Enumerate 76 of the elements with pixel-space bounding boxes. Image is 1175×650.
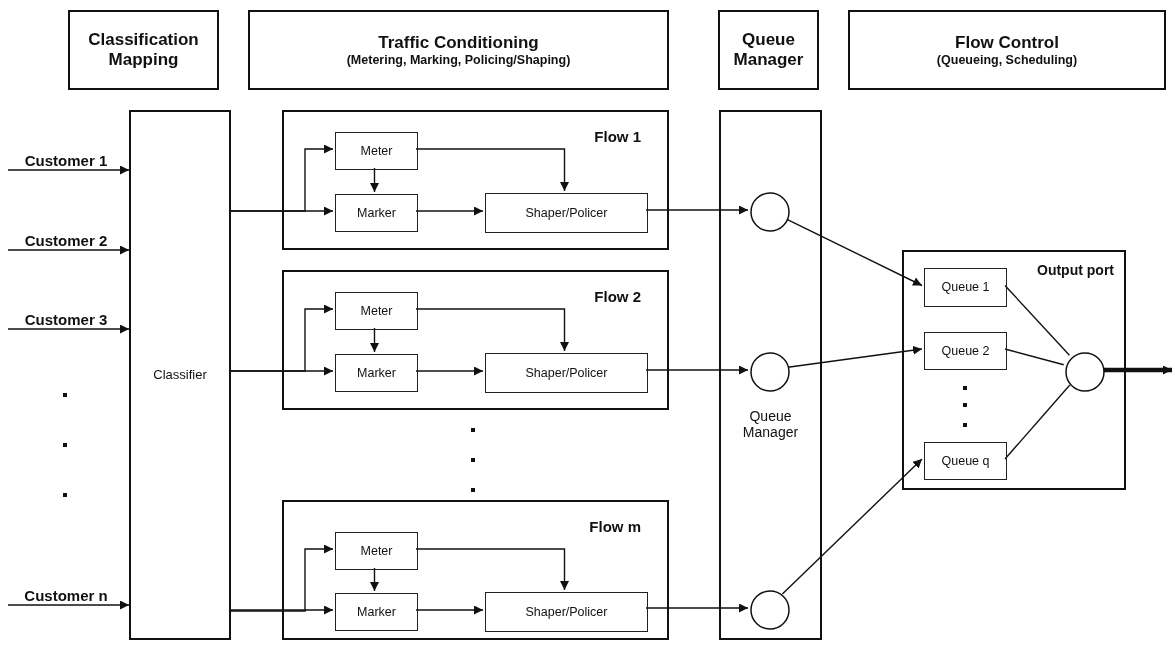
customer-label: Customer n <box>24 586 108 605</box>
customer-label: Customer 2 <box>24 231 108 250</box>
shaper-box <box>485 193 648 233</box>
shaper-policer-label: Shaper/Policer <box>525 604 608 620</box>
output-port-title: Output port <box>1037 262 1114 279</box>
header-box <box>248 10 669 90</box>
customer-label: Customer 3 <box>24 310 108 329</box>
queue-label: Queue 2 <box>941 343 990 359</box>
output-port-box <box>902 250 1126 490</box>
header-title: Classification Mapping <box>87 30 200 70</box>
queue-label: Queue q <box>941 453 990 469</box>
shaper-policer-label: Shaper/Policer <box>525 365 608 381</box>
arrow <box>370 167 379 193</box>
header-subtitle: (Metering, Marking, Policing/Shaping) <box>346 52 571 67</box>
flow-title: Flow m <box>589 518 641 536</box>
meter-label: Meter <box>360 543 393 559</box>
circle-node <box>750 192 790 232</box>
flow-box <box>282 110 669 250</box>
header-title: Flow Control <box>955 33 1059 53</box>
marker-label: Marker <box>357 365 396 381</box>
arrow <box>230 605 334 615</box>
arrow <box>645 205 749 215</box>
arrow <box>7 324 130 334</box>
arrow <box>415 148 569 192</box>
circle-node <box>750 352 790 392</box>
circle-node <box>750 590 790 630</box>
arrow <box>645 365 749 375</box>
shaper-policer-label: Shaper/Policer <box>525 205 608 221</box>
header-subtitle: (Queueing, Scheduling) <box>936 52 1078 67</box>
arrow <box>7 165 130 175</box>
arrow <box>230 366 334 376</box>
marker-box <box>335 354 418 392</box>
arrow <box>370 327 379 353</box>
flow-box <box>282 270 669 410</box>
shaper-box <box>485 353 648 393</box>
arrow <box>230 206 334 216</box>
arrow <box>415 548 569 591</box>
arrow <box>7 245 130 255</box>
queue-box <box>924 332 1007 370</box>
flow-box <box>282 500 669 640</box>
queue-manager-box <box>719 110 822 640</box>
queue-box <box>924 442 1007 480</box>
shaper-box <box>485 592 648 632</box>
arrow <box>415 366 484 376</box>
arrow <box>7 600 130 610</box>
header-box <box>848 10 1166 90</box>
marker-label: Marker <box>357 205 396 221</box>
header-box <box>68 10 219 90</box>
header-box <box>718 10 819 90</box>
arrow <box>645 603 749 613</box>
marker-label: Marker <box>357 604 396 620</box>
arrow <box>370 567 379 592</box>
meter-label: Meter <box>360 143 393 159</box>
marker-box <box>335 593 418 631</box>
classifier-label: Classifier <box>153 367 207 383</box>
flow-title: Flow 1 <box>594 128 641 146</box>
arrow <box>415 308 569 352</box>
circle-node <box>1065 352 1105 392</box>
arrow <box>1103 365 1172 375</box>
queue-box <box>924 268 1007 307</box>
meter-box <box>335 292 418 330</box>
arrow <box>230 544 334 612</box>
classifier-box <box>129 110 231 640</box>
queue-manager-label: Queue Manager <box>741 408 800 441</box>
meter-box <box>335 532 418 570</box>
meter-box <box>335 132 418 170</box>
header-title: Queue Manager <box>732 30 805 70</box>
meter-label: Meter <box>360 303 393 319</box>
marker-box <box>335 194 418 232</box>
arrow <box>781 458 923 595</box>
flow-title: Flow 2 <box>594 288 641 306</box>
arrow <box>415 206 484 216</box>
header-title: Traffic Conditioning <box>378 33 539 53</box>
customer-label: Customer 1 <box>24 151 108 170</box>
queue-label: Queue 1 <box>941 280 990 295</box>
arrow <box>415 605 484 615</box>
